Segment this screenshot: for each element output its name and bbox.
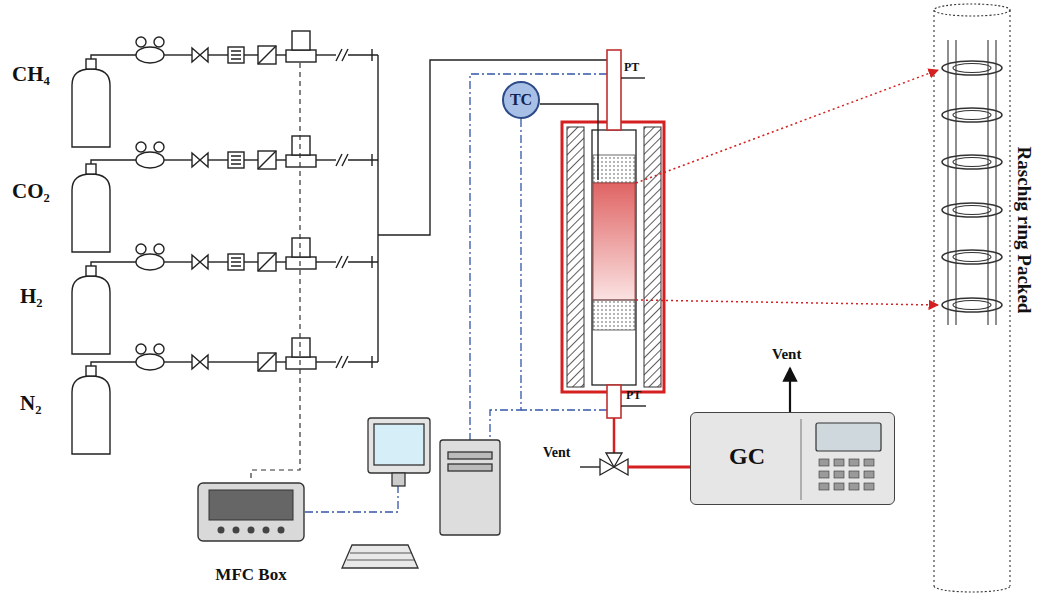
node-text: GC — [729, 443, 765, 469]
keypad-key — [864, 483, 874, 490]
panel-divider — [801, 419, 802, 500]
gas-label: CH₄ — [12, 63, 50, 86]
controller-knob — [248, 527, 255, 534]
controller-knob — [233, 527, 240, 534]
vertical-caption: Raschig ring Packed — [1014, 147, 1035, 314]
keypad-key — [819, 471, 829, 478]
keypad-key — [834, 483, 844, 490]
keypad-key — [849, 471, 859, 478]
gas-chromatograph: GC — [690, 412, 895, 505]
gas-label: CO₂ — [12, 180, 50, 203]
thermocouple-circle: TC — [502, 81, 540, 119]
pressure-transmitter-label: PT — [626, 389, 641, 402]
node-text: MFC Box — [215, 566, 286, 585]
controller-knob — [278, 527, 285, 534]
instrument-panel — [691, 413, 896, 506]
node-text: TC — [510, 91, 532, 109]
keypad-key — [849, 459, 859, 466]
controller-screen — [209, 490, 293, 520]
keypad-key — [834, 459, 844, 466]
keypad-key — [849, 483, 859, 490]
controller-knob — [218, 527, 225, 534]
controller-knob — [263, 527, 270, 534]
pressure-transmitter-label: PT — [624, 61, 639, 74]
controller-case — [198, 483, 304, 541]
keypad-key — [864, 459, 874, 466]
vent-label: Vent — [772, 346, 801, 363]
keypad-key — [819, 459, 829, 466]
mfc-controller-box: MFC Box — [197, 482, 305, 592]
keypad-key — [819, 483, 829, 490]
vent-label: Vent — [543, 445, 571, 460]
gas-label: H₂ — [20, 285, 43, 308]
gas-label: N₂ — [20, 392, 41, 415]
controller-body — [197, 482, 305, 544]
keypad-key — [864, 471, 874, 478]
display-screen — [816, 423, 881, 451]
keypad-key — [834, 471, 844, 478]
